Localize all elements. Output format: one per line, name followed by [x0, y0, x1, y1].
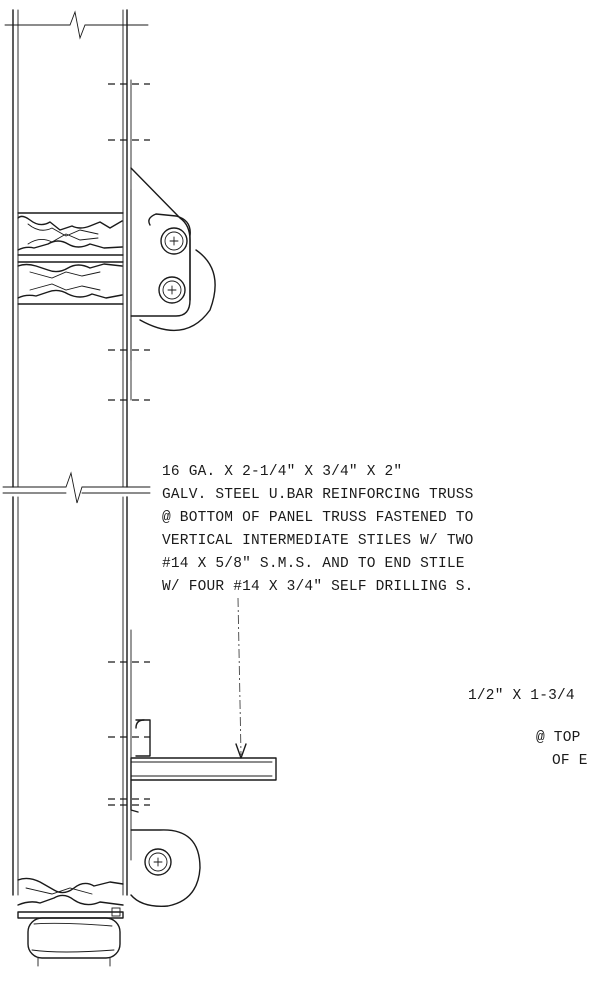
note-main-line-2: GALV. STEEL U.BAR REINFORCING TRUSS: [162, 487, 474, 503]
note-right-line-3: OF E: [552, 753, 588, 769]
note-main-line-4: VERTICAL INTERMEDIATE STILES W/ TWO: [162, 533, 474, 549]
roller-lower: [130, 829, 201, 907]
note-right-line-2: @ TOP: [536, 730, 581, 746]
fastener-centerlines: [108, 83, 150, 806]
note-right-line-1: 1/2" X 1-3/4: [468, 688, 575, 704]
note-main: 16 GA. X 2-1/4" X 3/4" X 2" GALV. STEEL …: [162, 464, 474, 595]
note-main-line-6: W/ FOUR #14 X 3/4" SELF DRILLING S.: [162, 579, 474, 595]
panel-section: [2, 9, 151, 896]
bottom-section: [17, 877, 124, 967]
note-right: 1/2" X 1-3/4 @ TOP OF E: [468, 688, 588, 769]
u-bar-reinforcing-truss: [130, 719, 277, 813]
upper-section-joint: [17, 212, 124, 305]
note-leader: [235, 597, 247, 759]
note-main-line-1: 16 GA. X 2-1/4" X 3/4" X 2": [162, 464, 402, 480]
hinge-roller-upper: [130, 167, 216, 361]
note-main-line-3: @ BOTTOM OF PANEL TRUSS FASTENED TO: [162, 510, 474, 526]
note-main-line-5: #14 X 5/8" S.M.S. AND TO END STILE: [162, 556, 465, 572]
